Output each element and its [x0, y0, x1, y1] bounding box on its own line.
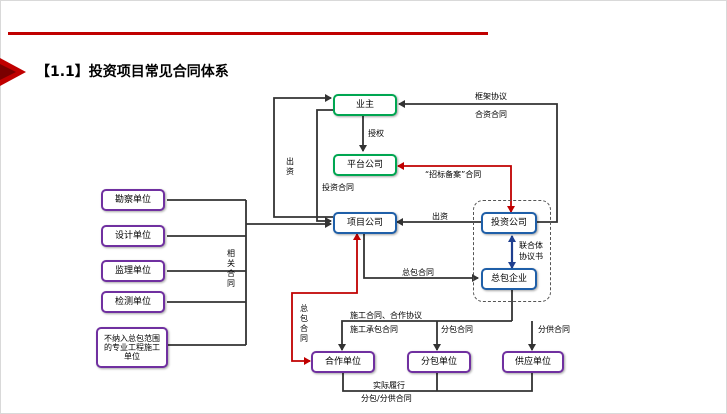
owner-node: 业主 [333, 94, 397, 116]
supervision-unit-node: 监理单位 [101, 260, 165, 282]
construction-subcontract-label: 施工承包合同 [350, 325, 398, 334]
platform-node: 平台公司 [333, 154, 397, 176]
investor-to-owner-line [398, 100, 558, 223]
partner-unit-node: 合作单位 [311, 351, 375, 373]
consortium-dashed-box [473, 200, 551, 302]
subcontract-label: 分包合同 [441, 325, 473, 334]
jv-contract-label: 合资合同 [475, 110, 507, 119]
investor-node: 投资公司 [481, 212, 537, 234]
survey-unit-node: 勘察单位 [101, 189, 165, 211]
investment-contract-label: 投资合同 [322, 183, 354, 192]
project-company-node: 项目公司 [333, 212, 397, 234]
excluded-contractor-node: 不纳入总包范围的专业工程施工单位 [96, 327, 168, 368]
general-contract-vertical-label: 总包合同 [300, 304, 308, 343]
consortium-label-2: 协议书 [519, 252, 543, 261]
general-contract-label: 总包合同 [402, 268, 434, 277]
side-units-bracket [167, 199, 247, 346]
tender-record-label: “招标备案”合同 [425, 170, 482, 179]
subcontractor-node: 分包单位 [407, 351, 471, 373]
consortium-label-1: 联合体 [519, 241, 543, 250]
construction-cooperation-label: 施工合同、合作协议 [350, 311, 422, 320]
project-to-gc-line [363, 234, 479, 282]
bottom-bracket [342, 373, 533, 392]
title-arrow-icon [0, 58, 26, 86]
project-to-partner-line [291, 233, 361, 365]
framework-agreement-label: 框架协议 [475, 92, 507, 101]
authorization-label: 授权 [368, 129, 384, 138]
actual-performance-label: 实际履行 [373, 381, 405, 390]
title-rule [8, 32, 488, 35]
sub-supply-contract-label: 分包/分供合同 [361, 394, 412, 403]
capital-left-label: 出资 [286, 157, 294, 176]
supply-contract-label: 分供合同 [538, 325, 570, 334]
project-to-owner-line [273, 94, 333, 218]
general-contractor-node: 总包企业 [481, 268, 537, 290]
owner-to-project-line [316, 109, 333, 225]
capital-right-label: 出资 [432, 212, 448, 221]
page-title: 【1.1】投资项目常见合同体系 [36, 64, 229, 80]
supplier-node: 供应单位 [502, 351, 564, 373]
testing-unit-node: 检测单位 [101, 291, 165, 313]
related-contracts-label: 相关合同 [227, 249, 235, 288]
design-unit-node: 设计单位 [101, 225, 165, 247]
investor-platform-line [397, 162, 515, 213]
